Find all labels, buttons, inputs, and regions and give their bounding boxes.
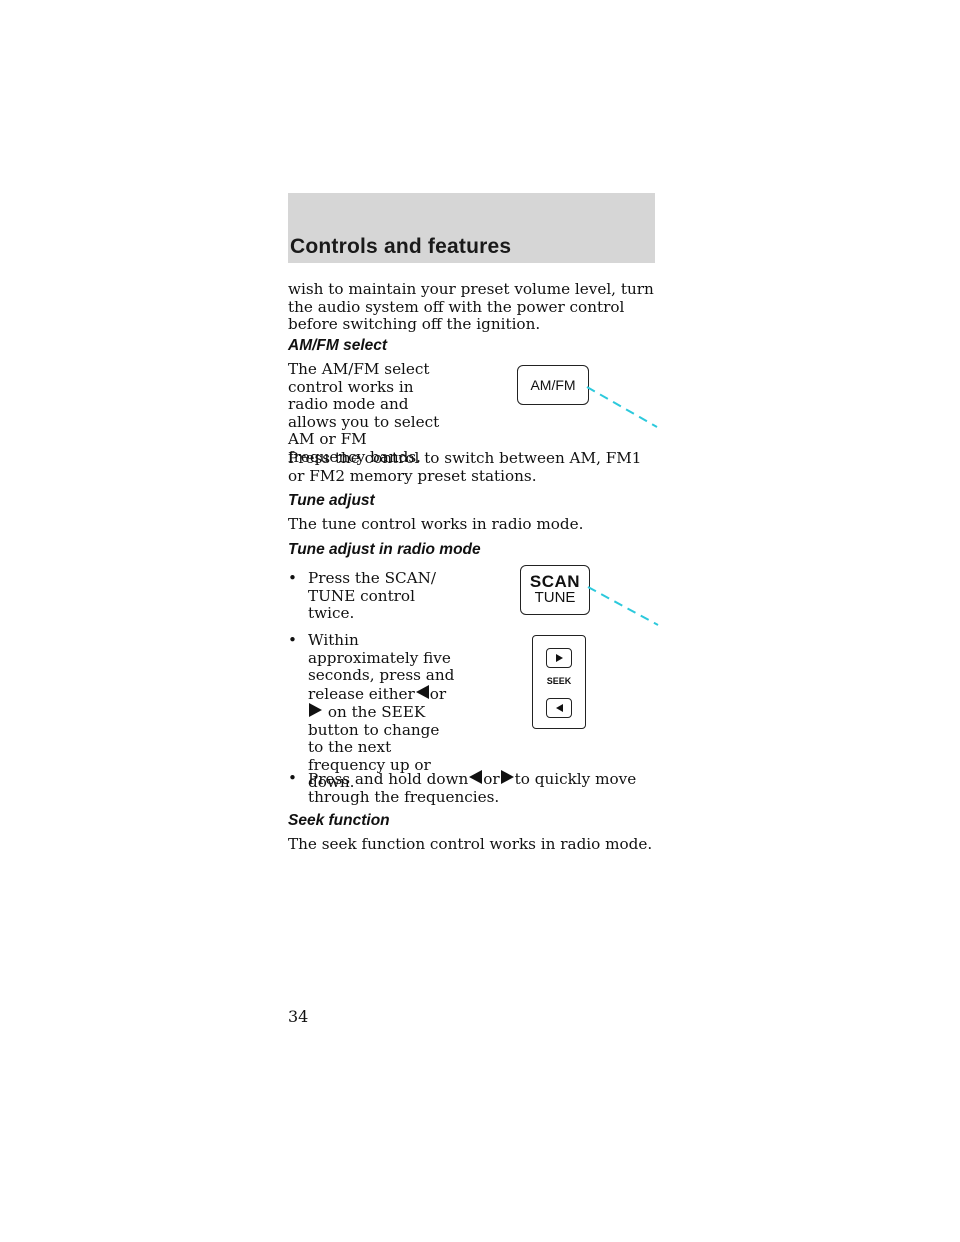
seek-down-arrow-icon <box>415 684 429 699</box>
tune-heading: Tune adjust <box>288 492 375 509</box>
amfm-button-label: AM/FM <box>530 377 576 393</box>
seek-button-illustration: SEEK <box>532 635 586 729</box>
tune-label: TUNE <box>534 589 576 606</box>
bullet-dot: • <box>288 569 297 587</box>
amfm-heading: AM/FM select <box>288 337 388 354</box>
seek-up-arrow-icon <box>309 703 322 717</box>
section-title: Controls and features <box>290 235 512 258</box>
bullet-dot: • <box>288 769 297 787</box>
scan-label: SCAN <box>529 572 581 591</box>
seek-up-arrow-icon <box>500 770 514 784</box>
seek-up-key <box>546 648 572 668</box>
intro-paragraph: wish to maintain your preset volume leve… <box>288 280 654 333</box>
page-number: 34 <box>288 1007 309 1026</box>
play-left-icon <box>555 704 563 712</box>
play-right-icon <box>555 654 563 662</box>
tune-description: The tune control works in radio mode. <box>288 515 584 533</box>
seek-label: SEEK <box>546 676 572 686</box>
tune-radio-heading: Tune adjust in radio mode <box>288 541 481 558</box>
seek-down-key <box>546 698 572 718</box>
scan-leader-line <box>587 586 659 626</box>
seek-down-arrow-icon <box>469 770 483 784</box>
amfm-button-illustration: AM/FM <box>517 365 589 405</box>
seek-description: The seek function control works in radio… <box>288 835 653 853</box>
seek-heading: Seek function <box>288 812 390 829</box>
header-band <box>288 193 655 263</box>
amfm-press-paragraph: Press the control to switch between AM, … <box>288 449 642 485</box>
bullet-dot: • <box>288 631 297 649</box>
scan-tune-button-illustration: SCAN TUNE <box>520 565 590 615</box>
amfm-description: The AM/FM select control works in radio … <box>288 360 440 466</box>
amfm-leader-line <box>586 386 658 428</box>
